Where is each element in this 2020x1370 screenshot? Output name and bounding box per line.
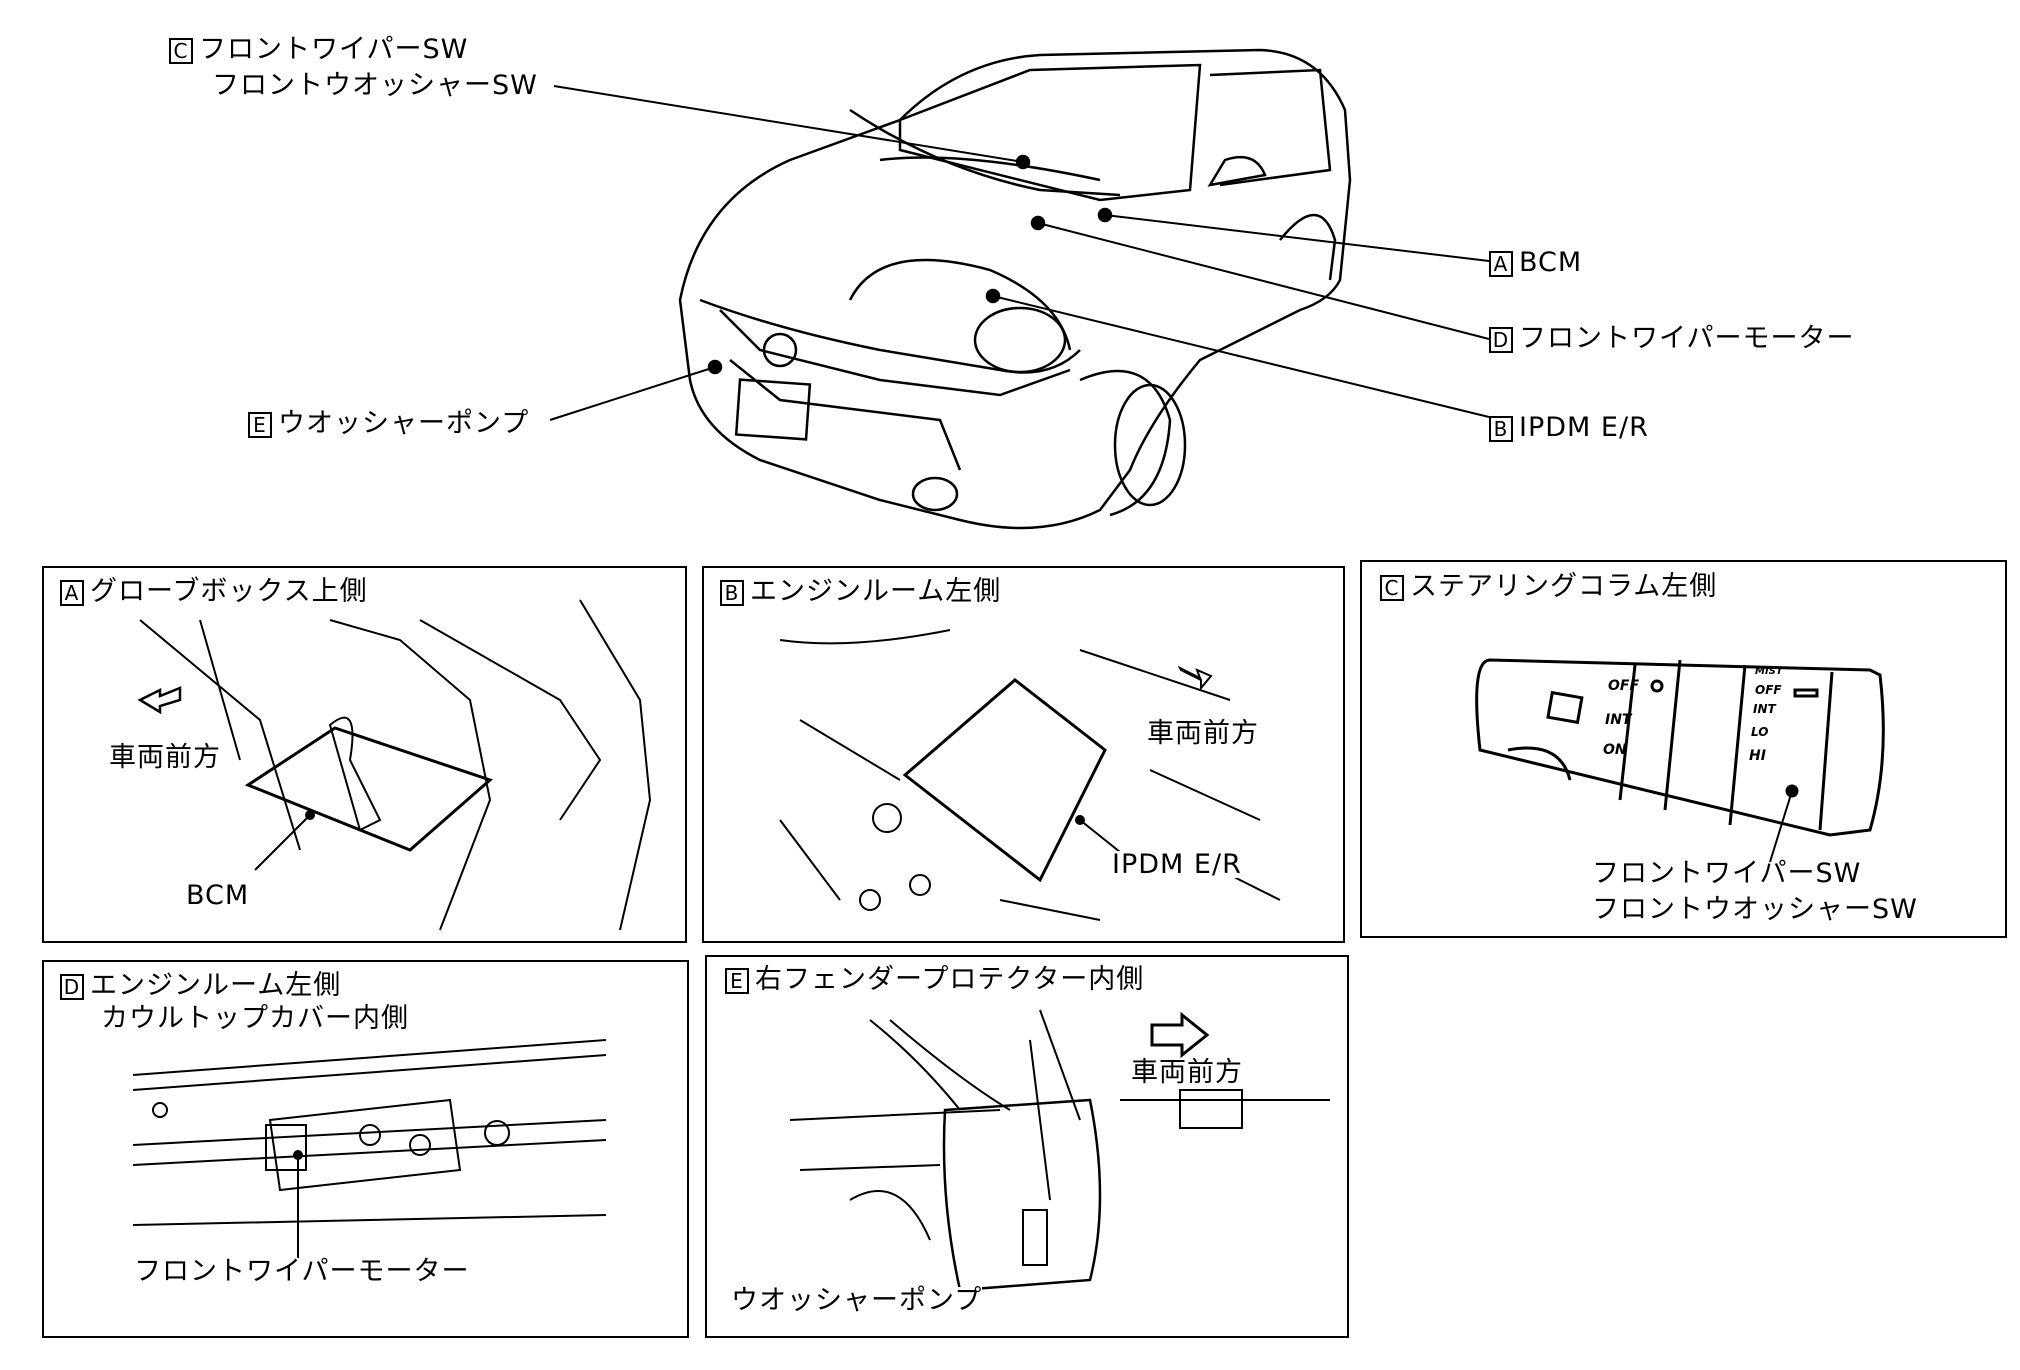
- callout-d-label: フロントワイパーモーター: [1519, 323, 1855, 354]
- panel-b-part: IPDM E/R: [1112, 849, 1242, 880]
- panel-b-direction: 車両前方: [1147, 718, 1259, 749]
- panel-e-title-text: 右フェンダープロテクター内側: [755, 964, 1145, 995]
- callout-c-line2: フロントウオッシャーSW: [212, 70, 538, 101]
- panel-a: [42, 566, 687, 943]
- panel-b: [702, 566, 1345, 943]
- panel-c-part-line2: フロントウオッシャーSW: [1592, 894, 1918, 925]
- switch-label-on: ON: [1603, 742, 1627, 758]
- panel-e: [705, 955, 1349, 1338]
- switch-label-int: INT: [1605, 712, 1632, 728]
- callout-c-line1: フロントワイパーSW: [199, 34, 469, 65]
- panel-c: [1360, 560, 2007, 938]
- switch-label-rear-off: OFF: [1755, 683, 1782, 697]
- switch-label-hi: HI: [1749, 748, 1766, 764]
- panel-e-art: [789, 1009, 1330, 1292]
- letter-badge: A: [1489, 250, 1513, 277]
- leader-lines: [549, 85, 1490, 421]
- panel-c-title-text: ステアリングコラム左側: [1410, 571, 1718, 602]
- letter-badge: E: [248, 411, 272, 438]
- letter-badge: C: [169, 37, 193, 64]
- switch-label-off: OFF: [1608, 678, 1640, 694]
- letter-badge: E: [725, 967, 749, 994]
- letter-badge: A: [60, 579, 84, 606]
- callout-e-label: ウオッシャーポンプ: [278, 408, 530, 439]
- letter-badge: B: [1489, 415, 1513, 442]
- callout-a-label: BCM: [1519, 247, 1583, 278]
- letter-badge: D: [1489, 326, 1513, 353]
- panel-c-part-line1: フロントワイパーSW: [1592, 858, 1862, 889]
- panel-b-title-text: エンジンルーム左側: [750, 576, 1002, 607]
- panel-c-art: [1475, 658, 1885, 863]
- panel-a-part: BCM: [186, 880, 250, 911]
- panel-a-art: [137, 599, 652, 931]
- panel-d: [42, 960, 689, 1338]
- panel-e-direction: 車両前方: [1131, 1057, 1243, 1088]
- panel-d-title-line1: エンジンルーム左側: [90, 970, 342, 1001]
- letter-badge: B: [720, 579, 744, 606]
- callout-dots: [707, 154, 1113, 375]
- panel-a-direction: 車両前方: [109, 742, 221, 773]
- switch-label-mist: MIST: [1755, 666, 1783, 677]
- panel-d-art: [132, 1039, 607, 1262]
- letter-badge: D: [60, 973, 84, 1000]
- callout-b-label: IPDM E/R: [1519, 412, 1649, 443]
- panel-e-part: ウオッシャーポンプ: [731, 1285, 983, 1316]
- panel-d-title-line2: カウルトップカバー内側: [101, 1003, 409, 1034]
- car-illustration: [678, 48, 1352, 530]
- switch-label-rear-int: INT: [1753, 702, 1776, 716]
- panel-a-title-text: グローブボックス上側: [90, 576, 368, 607]
- letter-badge: C: [1380, 574, 1404, 601]
- switch-label-lo: LO: [1751, 725, 1769, 739]
- panel-d-part: フロントワイパーモーター: [134, 1256, 470, 1287]
